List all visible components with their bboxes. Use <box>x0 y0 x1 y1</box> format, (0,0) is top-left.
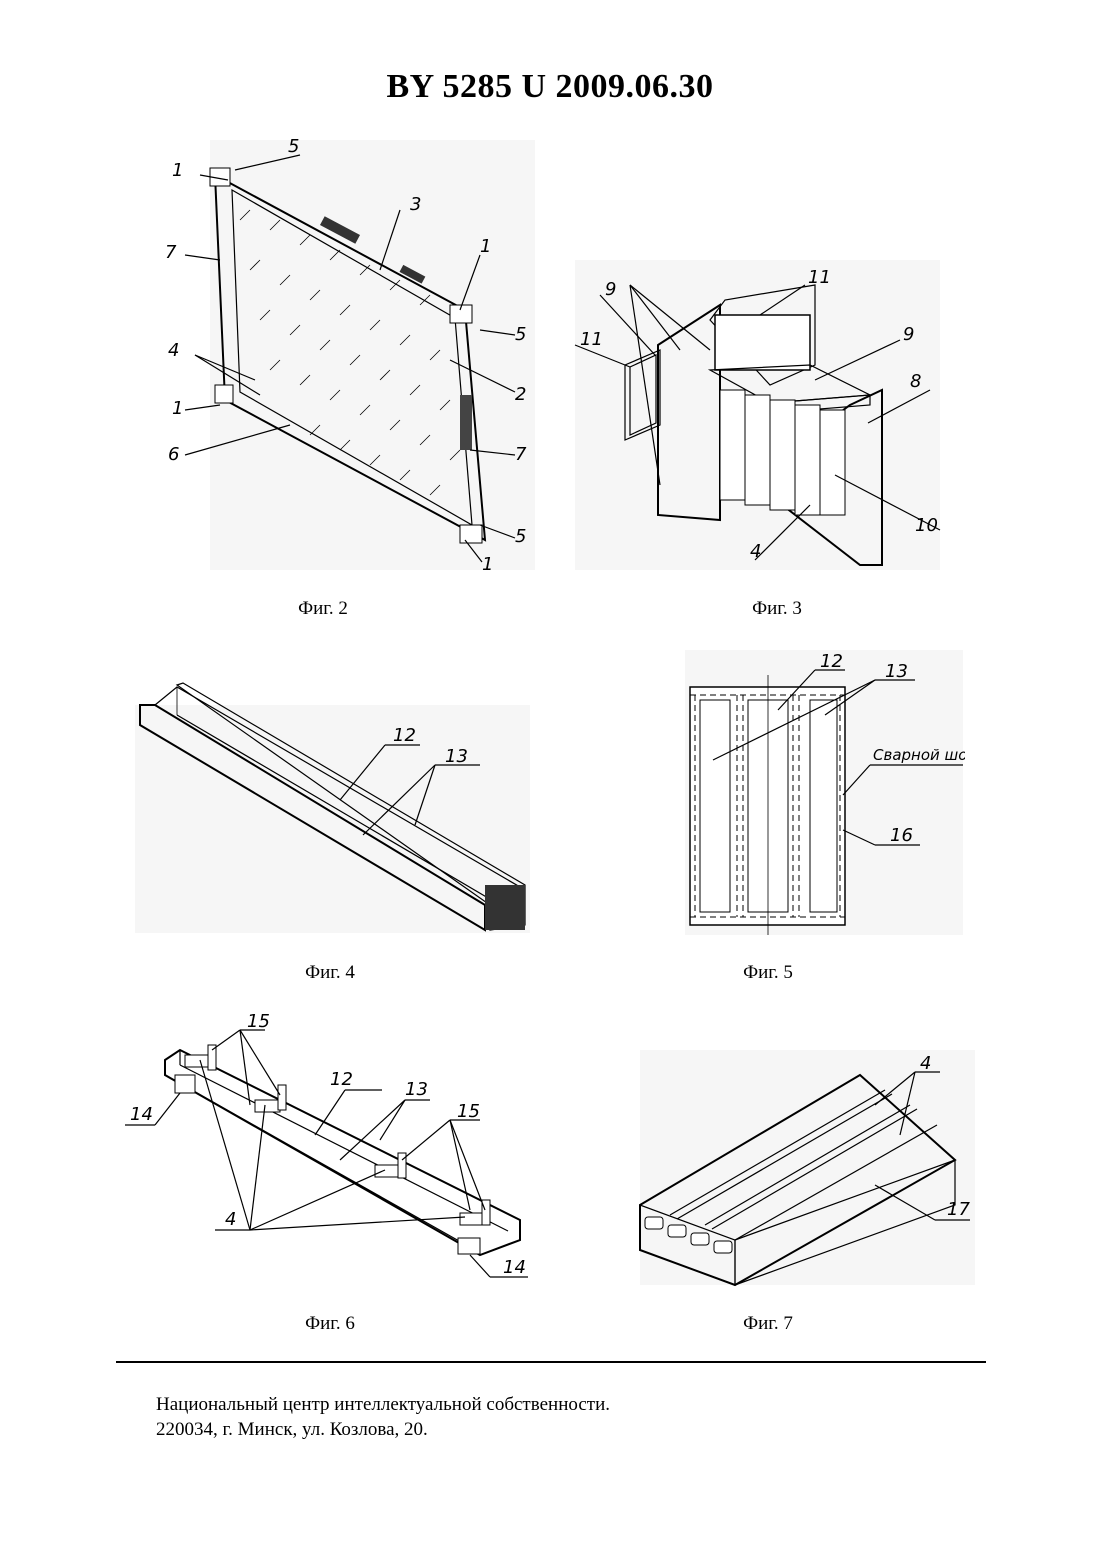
fig7-label: 17 <box>947 1199 970 1220</box>
figure-6: 15 12 13 15 14 4 14 <box>120 1005 540 1290</box>
footer-line-1: Национальный центр интеллектуальной собс… <box>156 1392 610 1417</box>
figure-4-drawing: 12 13 <box>135 675 535 940</box>
fig6-label: 12 <box>330 1069 353 1090</box>
fig2-label: 6 <box>168 444 179 465</box>
figure-7-drawing: 4 17 <box>635 1045 980 1290</box>
figure-5-drawing: 12 13 Сварной шов 16 <box>685 645 965 935</box>
figure-2-caption: Фиг. 2 <box>243 598 403 620</box>
fig5-label: 12 <box>820 651 843 672</box>
fig2-label: 7 <box>165 242 177 263</box>
fig2-label: 5 <box>515 324 526 345</box>
fig2-label: 1 <box>482 554 493 575</box>
figure-4-caption: Фиг. 4 <box>250 962 410 984</box>
figure-3-caption: Фиг. 3 <box>697 598 857 620</box>
figure-5: 12 13 Сварной шов 16 <box>685 645 965 935</box>
footer-divider <box>116 1361 986 1363</box>
fig2-label: 5 <box>515 526 526 547</box>
figure-7: 4 17 <box>635 1045 980 1290</box>
fig3-label: 11 <box>580 329 603 350</box>
fig2-label: 4 <box>168 340 179 361</box>
figure-6-drawing: 15 12 13 15 14 4 14 <box>120 1005 540 1290</box>
fig3-label: 10 <box>915 515 938 536</box>
figure-2-drawing: 5 1 3 1 7 5 4 2 1 7 6 5 1 <box>160 130 540 580</box>
fig4-label: 13 <box>445 746 468 767</box>
fig6-label: 13 <box>405 1079 428 1100</box>
document-header: BY 5285 U 2009.06.30 <box>0 68 1100 106</box>
fig2-label: 1 <box>480 236 491 257</box>
fig7-label: 4 <box>920 1053 931 1074</box>
fig2-label: 1 <box>172 160 183 181</box>
footer: Национальный центр интеллектуальной собс… <box>156 1392 610 1442</box>
fig6-label: 15 <box>457 1101 480 1122</box>
fig6-label: 15 <box>247 1011 270 1032</box>
fig6-label: 14 <box>130 1104 153 1125</box>
fig2-label: 1 <box>172 398 183 419</box>
figure-4: 12 13 <box>135 675 535 940</box>
fig6-label: 14 <box>503 1257 526 1278</box>
figure-5-caption: Фиг. 5 <box>688 962 848 984</box>
fig3-label: 9 <box>903 324 914 345</box>
fig2-label: 5 <box>288 136 299 157</box>
fig2-label: 2 <box>515 384 526 405</box>
fig3-label: 4 <box>750 541 761 562</box>
figure-3: 9 11 11 9 8 10 4 <box>570 255 950 575</box>
fig5-label: 16 <box>890 825 913 846</box>
footer-line-2: 220034, г. Минск, ул. Козлова, 20. <box>156 1417 610 1442</box>
fig4-label: 12 <box>393 725 416 746</box>
fig2-label: 7 <box>515 444 527 465</box>
fig5-weld-label: Сварной шов <box>873 746 965 764</box>
fig3-label: 8 <box>910 371 921 392</box>
fig3-label: 9 <box>605 279 616 300</box>
fig3-label: 11 <box>808 267 831 288</box>
figure-7-caption: Фиг. 7 <box>688 1313 848 1335</box>
figure-3-drawing: 9 11 11 9 8 10 4 <box>570 255 950 575</box>
figure-6-caption: Фиг. 6 <box>250 1313 410 1335</box>
fig5-label: 13 <box>885 661 908 682</box>
figure-2: 5 1 3 1 7 5 4 2 1 7 6 5 1 <box>160 130 540 580</box>
fig6-label: 4 <box>225 1209 236 1230</box>
fig2-label: 3 <box>410 194 421 215</box>
